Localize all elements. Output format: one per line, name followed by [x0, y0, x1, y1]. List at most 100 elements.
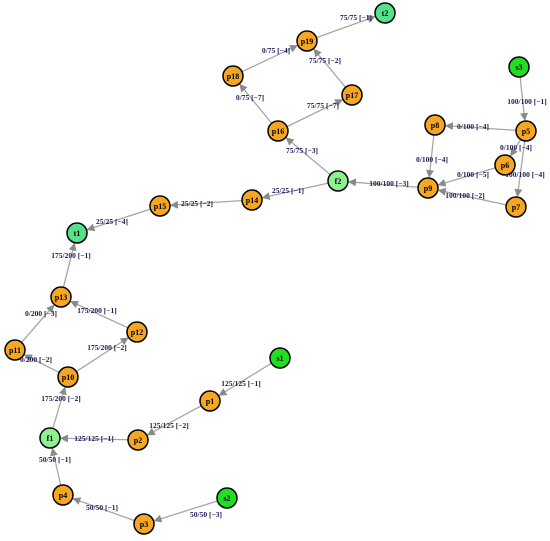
edge-layer — [21, 15, 529, 523]
node-circle-p12 — [126, 321, 148, 343]
node-label-t1: t1 — [74, 229, 81, 238]
node-f1: f1 — [39, 427, 61, 449]
edge-p12-p13 — [70, 300, 129, 329]
node-p16: p16 — [267, 120, 289, 142]
edge-label-p16-p17: 75/75 [−7] — [307, 101, 339, 110]
node-p10: p10 — [57, 366, 79, 388]
node-label-p6: p6 — [501, 161, 509, 170]
node-label-f2: f2 — [335, 177, 342, 186]
node-label-p7: p7 — [512, 203, 520, 212]
edge-label-p8-p9: 0/100 [−4] — [416, 155, 448, 164]
node-f2: f2 — [327, 170, 349, 192]
node-label-p5: p5 — [522, 127, 530, 136]
node-layer: s1 s2 s3 f1 f2 t1 t2 p1 p2 p3 p4 p5 p6 p7 p8 p9 p10 p11 p1… — [4, 2, 537, 535]
node-label-p4: p4 — [59, 491, 67, 500]
edge-p5-p7 — [514, 140, 526, 198]
node-label-p12: p12 — [131, 328, 143, 337]
node-circle-p8 — [424, 114, 446, 136]
edge-s2-p3 — [153, 500, 218, 523]
edge-label-p16-p18: 0/75 [−7] — [236, 93, 264, 102]
edge-label-s2-p3: 50/50 [−3] — [190, 510, 222, 519]
node-p4: p4 — [52, 484, 74, 506]
edge-p16-p18 — [239, 83, 273, 124]
edge-p14-p15 — [169, 200, 243, 209]
node-t2: t2 — [374, 2, 396, 24]
edge-label-p18-p19: 0/75 [−4] — [262, 46, 290, 55]
edge-label-p9-f2: 100/100 [−3] — [369, 179, 408, 188]
edge-p5-p6 — [510, 139, 522, 157]
edge-label-p10-p11: 0/200 [−2] — [20, 355, 52, 364]
node-p5: p5 — [515, 120, 537, 142]
node-label-p15: p15 — [154, 202, 166, 211]
edge-label-f2-p14: 25/25 [−1] — [272, 186, 304, 195]
node-label-p17: p17 — [346, 91, 358, 100]
node-p19: p19 — [296, 30, 318, 52]
node-label-p9: p9 — [424, 184, 432, 193]
node-label-p18: p18 — [227, 72, 239, 81]
edge-p2-f1 — [59, 434, 129, 443]
edge-label-p5-p7: 100/100 [−4] — [505, 170, 544, 179]
edge-f2-p14 — [261, 182, 329, 201]
node-label-p19: p19 — [301, 37, 313, 46]
node-p18: p18 — [222, 65, 244, 87]
node-p15: p15 — [149, 195, 171, 217]
node-circle-p9 — [417, 177, 439, 199]
node-label-p16: p16 — [272, 127, 284, 136]
edge-p6-p9 — [437, 167, 496, 187]
edge-label-p15-t1: 25/25 [−4] — [96, 217, 128, 226]
edge-label-p12-p13: 175/200 [−1] — [77, 306, 116, 315]
node-label-s1: s1 — [276, 354, 283, 363]
node-p7: p7 — [505, 196, 527, 218]
edge-p19-t2 — [316, 15, 376, 39]
node-label-p3: p3 — [140, 520, 148, 529]
node-p2: p2 — [127, 429, 149, 451]
edge-s3-p5 — [519, 76, 529, 122]
edge-label-p13-t1: 175/200 [−1] — [51, 251, 90, 260]
node-p13: p13 — [50, 286, 72, 308]
node-circle-p1 — [199, 390, 221, 412]
edge-p1-p2 — [146, 405, 202, 436]
node-circle-p18 — [222, 65, 244, 87]
node-circle-p4 — [52, 484, 74, 506]
edge-p17-p19 — [313, 48, 347, 88]
node-label-p8: p8 — [431, 121, 439, 130]
node-circle-p5 — [515, 120, 537, 142]
edge-label-p14-p15: 25/25 [−2] — [181, 199, 213, 208]
node-label-p1: p1 — [206, 397, 214, 406]
edge-f2-p16 — [285, 137, 331, 176]
edge-label-layer: 125/125 [−1] 125/125 [−2] 125/125 [−1] 50/5… — [20, 13, 547, 519]
node-p14: p14 — [241, 189, 263, 211]
node-circle-p17 — [341, 84, 363, 106]
edge-p15-t1 — [86, 208, 151, 232]
node-circle-p13 — [50, 286, 72, 308]
node-p17: p17 — [341, 84, 363, 106]
edge-p16-p17 — [286, 99, 344, 128]
edge-label-p19-t2: 75/75 [−1] — [340, 13, 372, 22]
edge-label-f2-p16: 75/75 [−3] — [286, 146, 318, 155]
node-p11: p11 — [4, 339, 26, 361]
node-s2: s2 — [216, 487, 238, 509]
node-circle-t2 — [374, 2, 396, 24]
node-circle-p6 — [494, 154, 516, 176]
edge-label-f1-p10: 175/200 [−2] — [41, 394, 80, 403]
edge-p8-p9 — [426, 134, 435, 179]
edge-p5-p8 — [444, 122, 517, 131]
node-p1: p1 — [199, 390, 221, 412]
edge-label-s3-p5: 100/100 [−1] — [507, 97, 546, 106]
node-s1: s1 — [269, 347, 291, 369]
node-circle-p7 — [505, 196, 527, 218]
edge-p18-p19 — [241, 45, 298, 73]
node-label-s3: s3 — [515, 63, 522, 72]
edge-label-p17-p19: 75/75 [−2] — [309, 56, 341, 65]
edge-label-p5-p8: 0/100 [−4] — [457, 122, 489, 131]
edge-label-p1-p2: 125/125 [−2] — [149, 421, 188, 430]
node-circle-f2 — [327, 170, 349, 192]
edge-label-p7-p9: 100/100 [−2] — [445, 191, 484, 200]
node-p3: p3 — [133, 513, 155, 535]
edge-label-p11-p13: 0/200 [−3] — [25, 309, 57, 318]
edge-label-s1-p1: 125/125 [−1] — [221, 379, 260, 388]
node-circle-p16 — [267, 120, 289, 142]
node-circle-p15 — [149, 195, 171, 217]
node-circle-p14 — [241, 189, 263, 211]
edge-label-p2-f1: 125/125 [−1] — [74, 434, 113, 443]
